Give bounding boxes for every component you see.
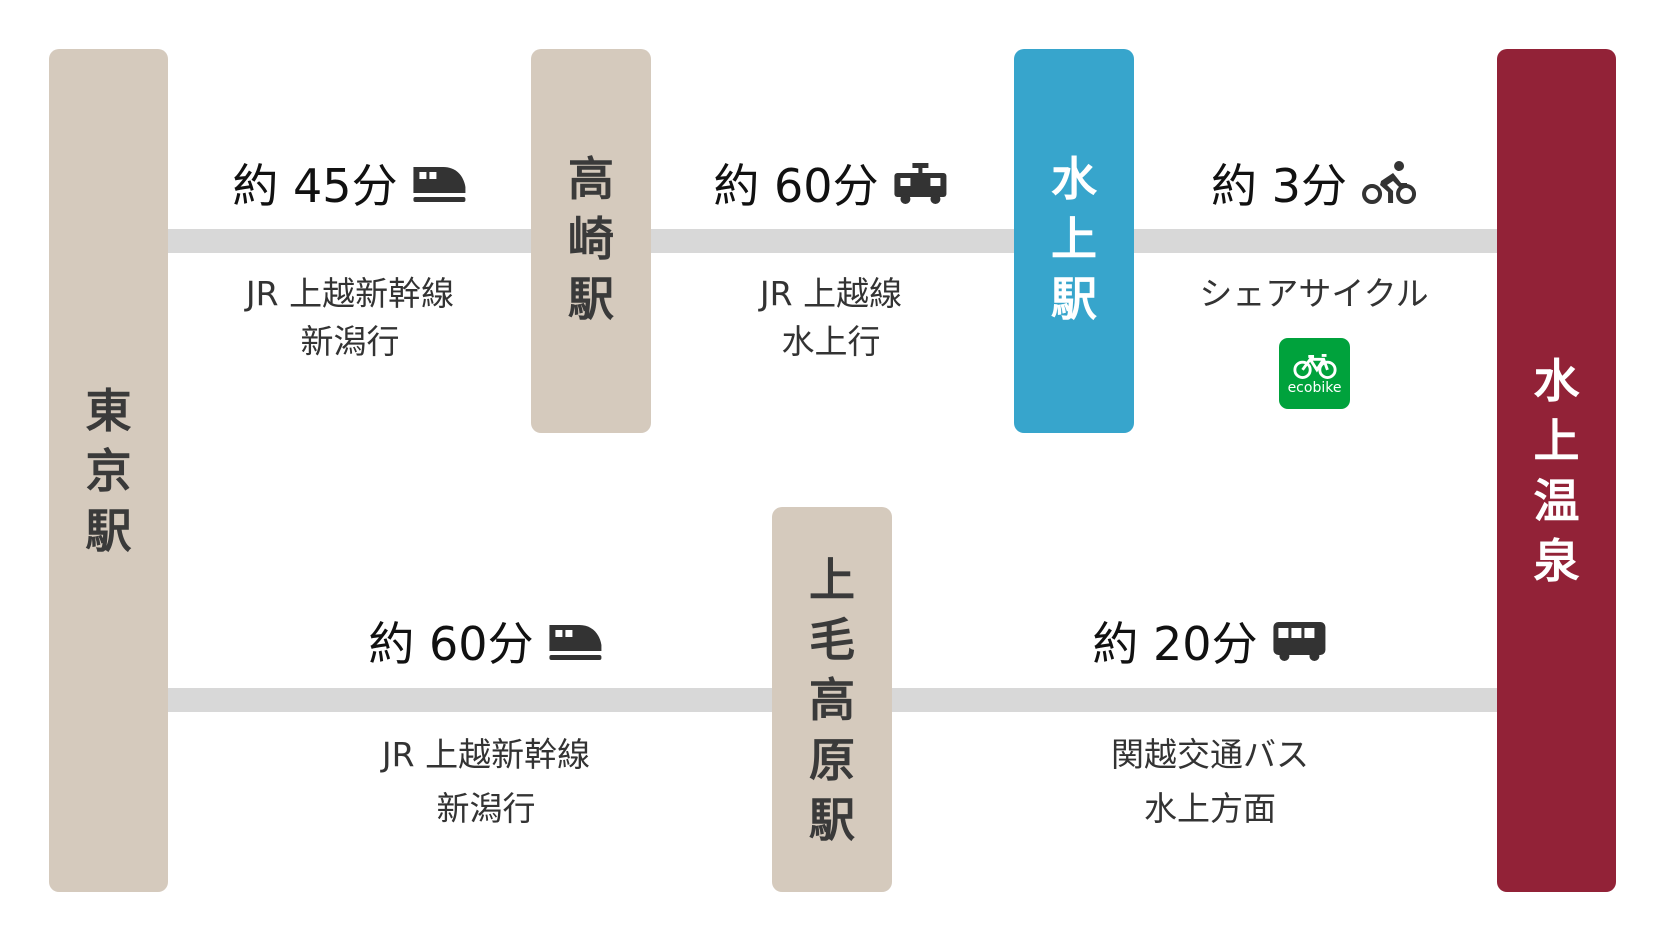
bus-icon bbox=[1273, 622, 1326, 661]
line-name: JR 上越新幹線 bbox=[381, 735, 591, 774]
time-text: 約 20分 bbox=[1092, 617, 1258, 671]
station-tokyo: 東 京 駅 bbox=[49, 49, 168, 892]
station-char: 京 bbox=[85, 443, 132, 498]
route-desc: JR 上越新幹線新潟行 bbox=[246, 270, 454, 366]
station-char: 上 bbox=[809, 552, 855, 607]
route-desc: JR 上越線水上行 bbox=[760, 270, 902, 366]
destination: 水上行 bbox=[781, 322, 881, 361]
service-name: シェアサイクル bbox=[1199, 274, 1429, 313]
line-name: JR 上越線 bbox=[759, 274, 903, 313]
destination: 新潟行 bbox=[300, 322, 400, 361]
operator-name: 関越交通バス bbox=[1111, 735, 1309, 774]
station-takasaki: 高 崎 駅 bbox=[531, 49, 651, 433]
route-desc: シェアサイクル bbox=[1199, 270, 1428, 318]
destination: 水上方面 bbox=[1144, 789, 1276, 828]
ecobike-logo: ecobike bbox=[1279, 338, 1350, 409]
time-text: 約 60分 bbox=[713, 159, 879, 213]
station-minakami-onsen: 水 上 温 泉 bbox=[1497, 49, 1616, 892]
station-char: 駅 bbox=[809, 792, 855, 847]
route-desc: 関越交通バス水上方面 bbox=[1111, 728, 1309, 836]
station-jomokogen: 上 毛 高 原 駅 bbox=[772, 507, 892, 892]
line-name: JR 上越新幹線 bbox=[245, 274, 455, 313]
route-time: 約 3分 bbox=[1211, 150, 1417, 216]
route-time: 約 20分 bbox=[1092, 608, 1327, 674]
route-line-top bbox=[168, 229, 1498, 253]
station-char: 駅 bbox=[85, 503, 132, 558]
station-char: 高 bbox=[809, 672, 855, 727]
time-text: 約 60分 bbox=[368, 617, 534, 671]
station-char: 温 bbox=[1533, 473, 1580, 528]
station-char: 毛 bbox=[809, 612, 855, 667]
ecobike-label: ecobike bbox=[1287, 379, 1342, 396]
time-text: 約 45分 bbox=[232, 159, 398, 213]
station-char: 駅 bbox=[568, 272, 614, 326]
destination: 新潟行 bbox=[436, 789, 536, 828]
station-char: 水 bbox=[1533, 353, 1580, 408]
route-time: 約 60分 bbox=[713, 150, 948, 216]
station-char: 崎 bbox=[568, 212, 614, 266]
station-char: 上 bbox=[1533, 413, 1580, 468]
shinkansen-icon bbox=[413, 167, 466, 202]
station-char: 泉 bbox=[1533, 533, 1580, 588]
tram-icon bbox=[894, 163, 947, 204]
bicycle-icon bbox=[1292, 353, 1337, 379]
cyclist-icon bbox=[1361, 161, 1416, 204]
station-char: 東 bbox=[85, 383, 132, 438]
station-char: 駅 bbox=[1051, 272, 1097, 326]
station-char: 上 bbox=[1051, 212, 1097, 266]
route-time: 約 45分 bbox=[232, 150, 467, 216]
station-minakami: 水 上 駅 bbox=[1014, 49, 1134, 433]
route-desc: JR 上越新幹線新潟行 bbox=[382, 728, 590, 836]
shinkansen-icon bbox=[549, 625, 602, 660]
station-char: 原 bbox=[809, 732, 855, 787]
station-char: 水 bbox=[1051, 152, 1097, 206]
station-char: 高 bbox=[568, 152, 614, 206]
time-text: 約 3分 bbox=[1211, 159, 1347, 213]
route-time: 約 60分 bbox=[368, 608, 603, 674]
